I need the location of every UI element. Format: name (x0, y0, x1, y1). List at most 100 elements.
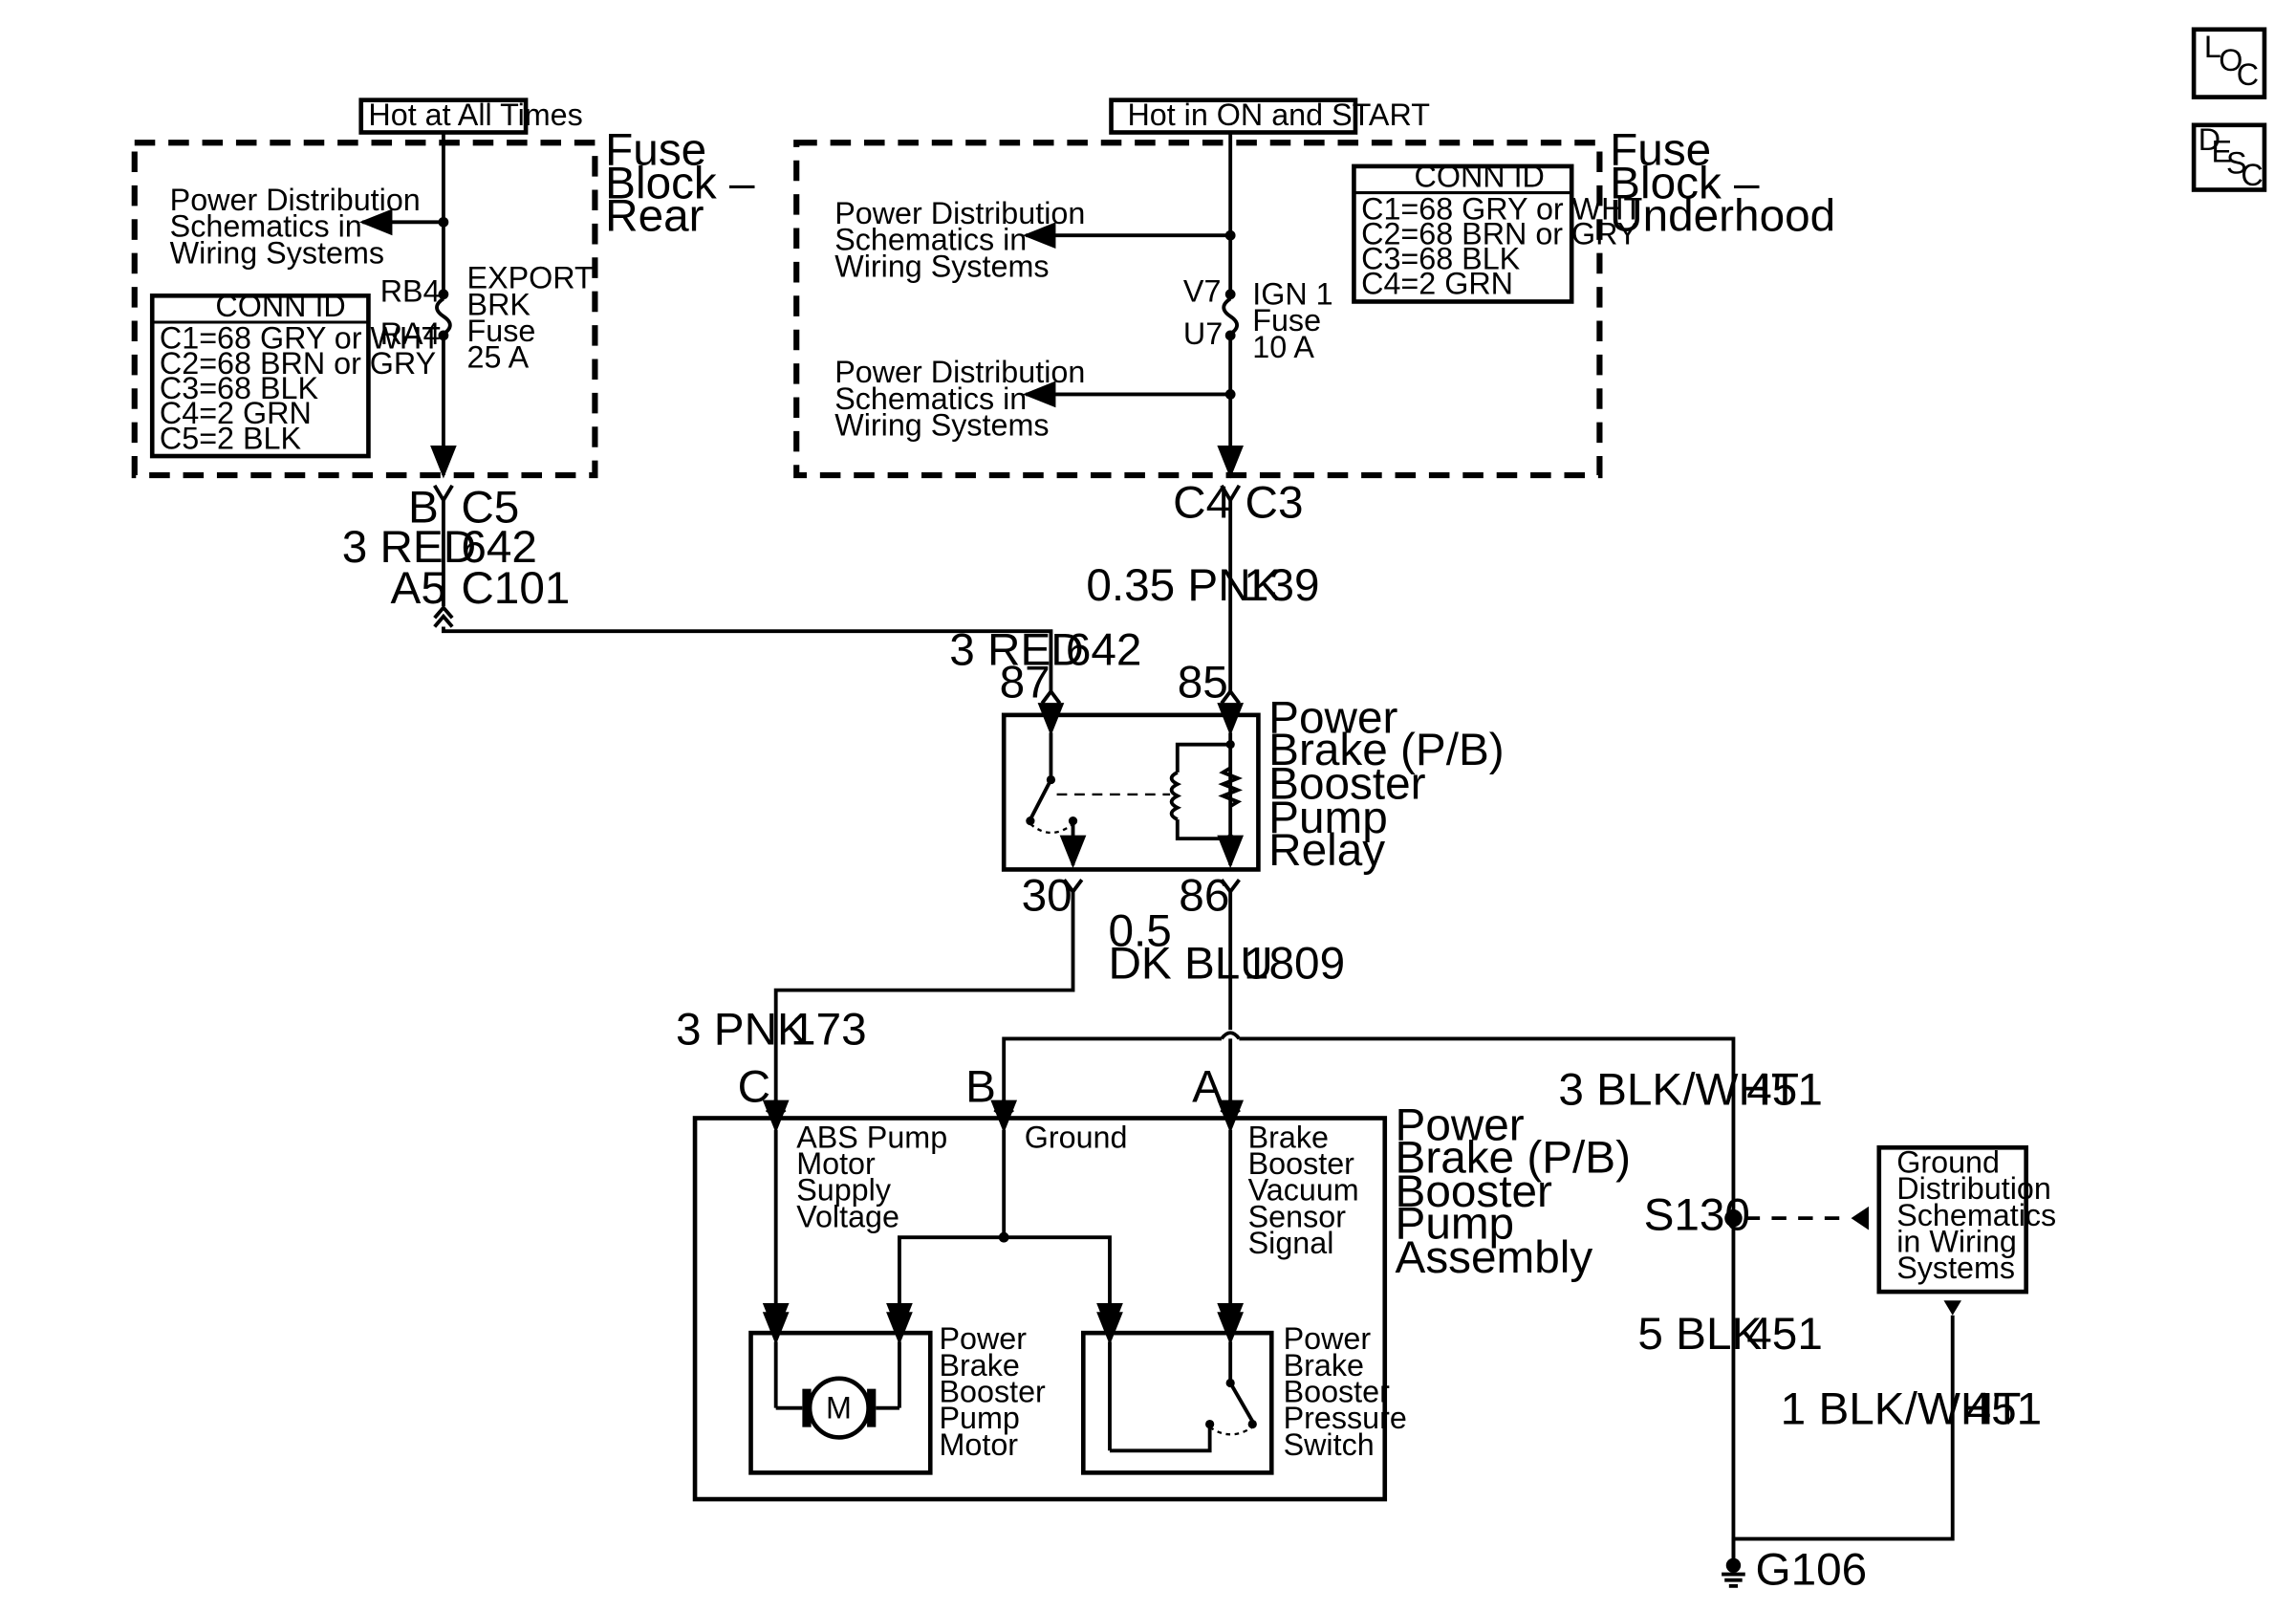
relay-pin-87: 87 (1000, 657, 1051, 708)
export-brk-fuse-label-1: EXPORT (467, 261, 594, 295)
ign1-fuse-label-3: 10 A (1252, 330, 1314, 364)
relay-pin-30: 30 (1022, 871, 1072, 922)
inline-conn-c101: C101 (461, 563, 570, 614)
assembly-name-5: Assembly (1396, 1232, 1593, 1283)
assembly-name-1: Power (1396, 1100, 1525, 1151)
inline-pin-a5: A5 (391, 563, 446, 614)
fuse-block-rear-name-1: Fuse (605, 124, 706, 175)
sensor-label-3: Vacuum (1248, 1173, 1359, 1208)
abs-label-1: ABS Pump (796, 1120, 947, 1154)
rear-pds-line-3: Wiring Systems (170, 235, 384, 270)
rear-out-conn-c5: C5 (461, 482, 519, 533)
desc-letter-e: E (2212, 134, 2233, 168)
sensor-label-4: Sensor (1248, 1199, 1347, 1233)
desc-button[interactable]: D E S C (2191, 122, 2267, 192)
under-pds2-line-3: Wiring Systems (834, 407, 1049, 442)
desc-letter-s: S (2226, 146, 2247, 181)
pb-booster-pump-assembly: C B A Power Brake (P/B) Booster Pump Ass… (692, 1062, 1631, 1502)
relay-name-2: Brake (P/B) (1268, 725, 1504, 775)
abs-label-2: Motor (796, 1146, 876, 1181)
rear-conn-c1: C1=68 GRY or WHT (160, 321, 441, 356)
rear-pds-line-2: Schematics in (170, 209, 362, 244)
under-conn-c2: C2=68 BRN or GRY (1361, 216, 1637, 250)
switch-label-4: Pressure (1284, 1401, 1407, 1435)
wire-451-circuit-a: 451 (1746, 1065, 1823, 1116)
rear-conn-c4: C4=2 GRN (160, 396, 312, 430)
under-out-pin-c4: C4 (1173, 478, 1231, 529)
wire-173-color: 3 PNK (676, 1005, 808, 1056)
motor-label-4: Pump (939, 1401, 1019, 1435)
pressure-switch-icon (1228, 1382, 1254, 1423)
wire-crossover-icon (1220, 1031, 1241, 1040)
gds-label-2: Distribution (1896, 1171, 2051, 1206)
switch-label-2: Brake (1284, 1348, 1364, 1382)
under-conn-c1: C1=68 GRY or WHT (1361, 191, 1642, 226)
abs-label-3: Supply (796, 1173, 892, 1208)
fuse-block-underhood-name-2: Block – (1610, 159, 1760, 209)
rear-pin-rb4: RB4 (380, 273, 441, 308)
ground-label: Ground (1025, 1120, 1128, 1154)
switch-label-5: Switch (1284, 1427, 1375, 1462)
assembly-name-3: Booster (1396, 1166, 1552, 1217)
loc-letter-o: O (2219, 43, 2242, 77)
rear-out-circuit-642: 642 (461, 522, 537, 573)
motor-symbol: M (826, 1390, 852, 1425)
ground-g106-icon (1722, 1572, 1745, 1588)
fuse-block-underhood: Hot in ON and START Fuse Block – Underho… (793, 98, 1835, 479)
motor-label-3: Booster (939, 1374, 1046, 1408)
switch-label-3: Booster (1284, 1374, 1391, 1408)
rear-pin-ra4: RA4 (380, 316, 441, 351)
assembly-pin-b: B (965, 1062, 996, 1113)
wire-451-5-blk: 5 BLK (1637, 1309, 1762, 1360)
abs-label-4: Voltage (796, 1199, 899, 1233)
under-pin-v7: V7 (1183, 273, 1222, 308)
ign1-fuse-icon (1222, 296, 1239, 336)
export-brk-fuse-label-2: BRK (467, 287, 531, 321)
sensor-label-5: Signal (1248, 1226, 1334, 1260)
relay-name-4: Pump (1268, 793, 1388, 843)
ign1-fuse-label-2: Fuse (1252, 303, 1321, 337)
gds-label-5: Systems (1896, 1251, 2015, 1285)
relay-pin-86: 86 (1179, 871, 1229, 922)
assembly-name-4: Pump (1396, 1199, 1515, 1250)
wire-451-circuit-b: 451 (1746, 1309, 1823, 1360)
ground-distribution-box[interactable] (1876, 1144, 2028, 1295)
motor-label-2: Brake (939, 1348, 1019, 1382)
loc-button[interactable]: L O C (2191, 27, 2267, 99)
wire-1809-color: DK BLU (1108, 938, 1272, 989)
splice-s130-label: S130 (1644, 1189, 1750, 1240)
under-pds1-line-2: Schematics in (834, 223, 1027, 257)
hot-in-on-start-label: Hot in ON and START (1127, 98, 1430, 132)
ign1-fuse-label-1: IGN 1 (1252, 277, 1332, 312)
inline-connector-c101-icon (433, 604, 454, 628)
rear-out-pin-b: B (408, 482, 439, 533)
wire-173: 3 PNK 173 (676, 891, 1075, 1101)
desc-letter-c: C (2241, 158, 2263, 192)
loc-letter-l: L (2204, 30, 2221, 64)
rear-conn-c5: C5=2 BLK (160, 421, 302, 455)
gds-label-3: Schematics (1896, 1198, 2056, 1232)
wire-173-circuit: 173 (791, 1005, 867, 1056)
wire-642-rear: B C5 3 RED 642 A5 C101 3 RED 642 (342, 482, 1141, 692)
fuse-block-rear-name-2: Block – (605, 159, 755, 209)
rear-conn-id-title: CONN ID (215, 289, 345, 323)
relay-name-3: Booster (1268, 759, 1425, 810)
gds-label-1: Ground (1896, 1144, 2000, 1179)
gds-label-4: in Wiring (1896, 1225, 2017, 1259)
relay-name-1: Power (1268, 692, 1397, 743)
under-conn-c4: C4=2 GRN (1361, 267, 1513, 301)
switch-label-1: Power (1284, 1321, 1372, 1356)
pb-booster-pump-relay: 87 85 Power Brake (P/B) Booster Pump Rel… (1000, 657, 1505, 921)
rear-conn-c3: C3=68 BLK (160, 371, 319, 405)
wire-1809: 0.5 DK BLU 1809 (1002, 891, 1345, 1101)
wire-139-underhood: C4 C3 0.35 PNK 139 (1086, 478, 1320, 692)
motor-icon (807, 1376, 871, 1440)
wire-451-3-blk-wht: 3 BLK/WHT (1558, 1065, 1799, 1116)
wire-451-1-blk-wht: 1 BLK/WHT (1781, 1384, 2022, 1435)
fuse-block-underhood-name-3: Underhood (1610, 191, 1835, 242)
splice-s130-icon (1724, 1208, 1743, 1228)
relay-87-wire-3-red: 3 RED (949, 625, 1083, 676)
assembly-name-2: Brake (P/B) (1396, 1132, 1631, 1183)
motor-label-1: Power (939, 1321, 1027, 1356)
